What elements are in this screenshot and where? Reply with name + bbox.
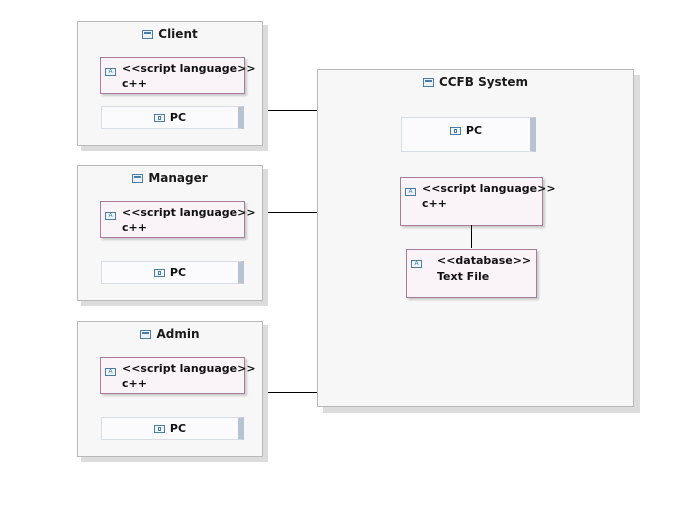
artifact-name: c++ [122,377,147,390]
node-icon [142,30,154,39]
database-icon: A [411,260,422,268]
connector-artifact-database [471,225,472,248]
device-pc[interactable]: PC [101,417,244,440]
device-label: PC [102,422,238,435]
artifact-name: c++ [122,77,147,90]
artifact-icon: A [105,212,116,220]
connector-client-system [268,110,317,111]
node-title: Manager [78,171,262,185]
device-pc[interactable]: PC [101,261,244,284]
artifact-icon: A [105,368,116,376]
database-stereotype: <<database>> [437,254,532,267]
node-title: Admin [78,327,262,341]
node-icon [140,330,152,339]
node-client[interactable]: Client A <<script language>> c++ PC [77,21,268,151]
device-icon [153,114,165,122]
device-label: PC [102,266,238,279]
artifact-script-language[interactable]: A <<script language>> c++ [100,201,256,238]
device-icon [449,127,461,135]
device-pc[interactable]: PC [101,106,244,129]
artifact-script-language[interactable]: A <<script language>> c++ [400,177,556,226]
device-icon [153,425,165,433]
node-icon [422,78,434,87]
connector-admin-system [268,392,317,393]
artifact-stereotype: <<script language>> [122,206,256,219]
node-ccfb-system[interactable]: CCFB System PC A <<script language>> c++… [317,69,640,413]
device-label: PC [402,124,530,137]
artifact-database[interactable]: A <<database>> Text File [406,249,537,298]
artifact-stereotype: <<script language>> [122,62,256,75]
database-name: Text File [437,270,490,283]
device-icon [153,269,165,277]
artifact-icon: A [405,188,416,196]
node-icon [132,174,144,183]
connector-manager-system [268,212,317,213]
node-manager[interactable]: Manager A <<script language>> c++ PC [77,165,268,306]
device-label: PC [102,111,238,124]
artifact-icon: A [105,68,116,76]
artifact-stereotype: <<script language>> [122,362,256,375]
node-admin[interactable]: Admin A <<script language>> c++ PC [77,321,268,462]
artifact-name: c++ [122,221,147,234]
artifact-script-language[interactable]: A <<script language>> c++ [100,357,256,394]
artifact-name: c++ [422,197,447,210]
node-title: Client [78,27,262,41]
artifact-stereotype: <<script language>> [422,182,556,195]
node-title: CCFB System [318,75,633,89]
device-pc[interactable]: PC [401,117,536,152]
artifact-script-language[interactable]: A <<script language>> c++ [100,57,256,94]
